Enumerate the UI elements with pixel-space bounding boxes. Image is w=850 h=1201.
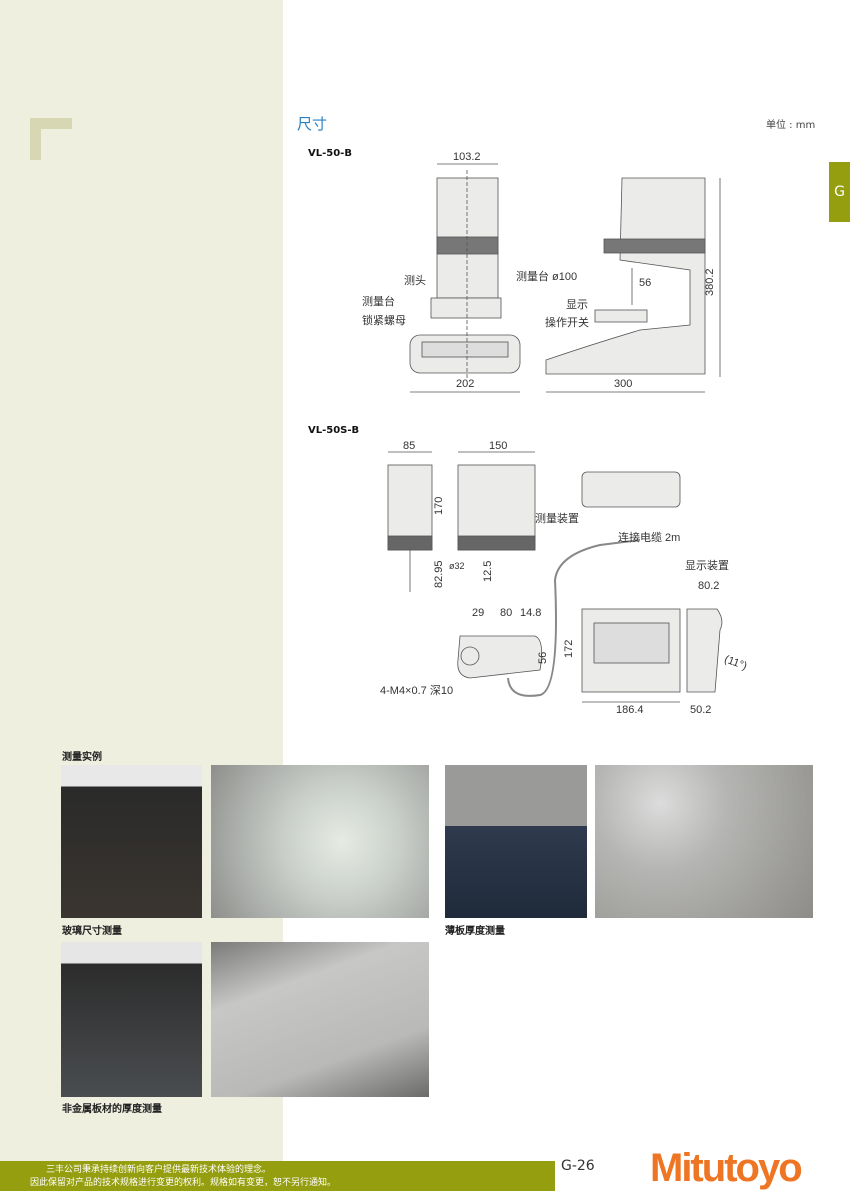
page-number: G-26 [561, 1158, 595, 1174]
label-stage-dia: 测量台 ø100 [516, 271, 578, 283]
dim-throat: 56 [639, 277, 652, 289]
examples-heading: 测量实例 [62, 752, 102, 763]
vl50sb-measuring-unit [387, 451, 536, 592]
model-vl50sb: VL-50S-B [308, 425, 360, 436]
footer-line-1: 三丰公司秉承持续创新向客户提供最新技术体验的理念。 [46, 1165, 272, 1175]
photo-thin-plate-probe [445, 765, 587, 918]
section-title: 尺寸 [297, 115, 328, 133]
dim-80-2: 80.2 [698, 580, 720, 592]
dim-80: 80 [500, 607, 513, 619]
dim-height: 380.2 [704, 268, 716, 296]
footer-line-2: 因此保留对产品的技术规格进行变更的权利。规格如有变更，恕不另行通知。 [30, 1178, 337, 1188]
caption-thin-plate: 薄板厚度测量 [445, 926, 505, 937]
section-tab-g[interactable]: G [829, 162, 850, 222]
dim-50-2: 50.2 [690, 704, 712, 716]
label-stage: 测量台 [362, 296, 395, 308]
label-thread: 4-M4×0.7 深10 [380, 685, 454, 697]
photo-flex-circuit [211, 942, 429, 1097]
vl50sb-probe-base [457, 539, 641, 697]
photo-lenses [211, 765, 429, 918]
dim-base-width: 202 [456, 378, 475, 390]
label-display: 显示 [566, 299, 588, 311]
dim-186-4: 186.4 [616, 704, 644, 716]
dim-29: 29 [472, 607, 485, 619]
label-probe: 测头 [404, 275, 426, 287]
photo-metal-parts [595, 765, 813, 918]
unit-label: 单位 : mm [766, 120, 816, 131]
dim-depth: 300 [614, 378, 633, 390]
label-lock-nut: 锁紧螺母 [362, 315, 406, 327]
photo-glass-probe [61, 765, 202, 918]
model-vl50b: VL-50-B [308, 148, 352, 159]
label-display-unit: 显示装置 [685, 560, 729, 572]
dim-14-8: 14.8 [520, 607, 542, 619]
dim-172: 172 [563, 639, 575, 658]
dim-12-5: 12.5 [482, 560, 494, 582]
dim-d32: ø32 [449, 561, 465, 571]
footer-notice: 三丰公司秉承持续创新向客户提供最新技术体验的理念。 因此保留对产品的技术规格进行… [0, 1161, 555, 1191]
dim-85: 85 [403, 440, 416, 452]
vl50b-front-view [409, 163, 521, 393]
dim-150: 150 [489, 440, 508, 452]
vl50sb-display-unit [581, 471, 723, 703]
caption-nonmetal: 非金属板材的厚度测量 [62, 1104, 162, 1115]
dim-56: 56 [537, 651, 549, 664]
dim-top-width: 103.2 [453, 151, 481, 163]
photo-nonmetal-probe [61, 942, 202, 1097]
dim-170: 170 [433, 496, 445, 515]
caption-glass: 玻璃尺寸测量 [62, 926, 122, 937]
corner-mark [30, 118, 72, 160]
label-measuring-unit: 测量装置 [535, 513, 579, 525]
label-switch: 操作开关 [545, 317, 589, 329]
dimension-drawings [387, 163, 723, 703]
mitutoyo-logo: Mitutoyo [650, 1146, 803, 1190]
vl50b-side-view [545, 177, 721, 393]
dim-82-95: 82.95 [433, 560, 445, 588]
label-cable: 连接电缆 2m [618, 532, 681, 544]
